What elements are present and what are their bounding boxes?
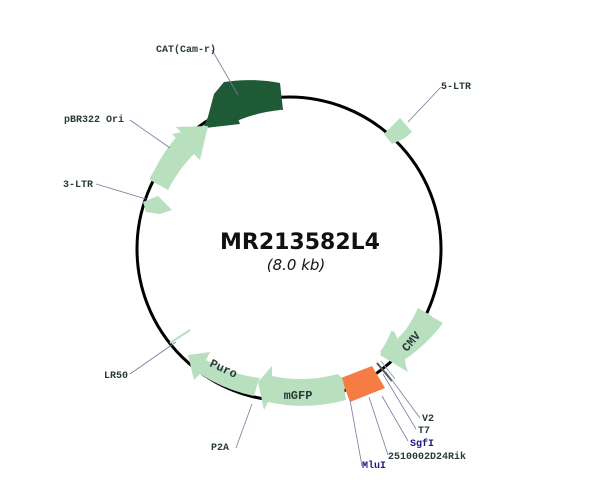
plasmid-size: (8.0 kb) <box>267 256 326 274</box>
lr50-label: LR50 <box>104 371 128 382</box>
mlui-leader-line <box>349 399 363 467</box>
ori-arrow-body <box>150 126 208 190</box>
v2-label: V2 <box>422 414 434 425</box>
t7-label: T7 <box>418 426 430 437</box>
t7-leader-line <box>382 373 417 430</box>
sgfi-leader-line <box>381 395 409 442</box>
p2a-leader-line <box>235 403 253 449</box>
sgfi-label: SgfI <box>410 438 434 450</box>
v2-t7-site-mark <box>376 362 393 382</box>
v2-site-mark <box>380 360 396 380</box>
gene-leader-line <box>368 396 389 456</box>
v2-leader-line <box>385 371 421 419</box>
5ltr-label: 5-LTR <box>441 82 471 93</box>
cat-arrow-body <box>205 80 283 128</box>
cmv-arrow-body <box>380 310 443 372</box>
gene-label: 2510002D24Rik <box>388 451 466 463</box>
cat-leader-line <box>211 49 239 96</box>
cat-label: CAT(Cam-r) <box>156 44 216 56</box>
lr50-site-mark <box>169 329 191 344</box>
5ltr-leader-line <box>407 86 442 123</box>
mgfp-label: mGFP <box>284 389 313 403</box>
mlui-label: MluI <box>362 460 386 472</box>
plasmid-name: MR213582L4 <box>220 230 380 255</box>
ori-label: pBR322 Ori <box>64 114 124 126</box>
feature-insert-block[interactable] <box>341 366 385 402</box>
ori-leader-line <box>129 119 171 149</box>
p2a-label: P2A <box>211 443 229 454</box>
feature-puro-arrow[interactable] <box>188 352 260 396</box>
feature-mgfp-arrow[interactable] <box>258 366 346 410</box>
feature-5ltr-arrow[interactable] <box>384 118 412 144</box>
3ltr-leader-line <box>95 183 147 200</box>
lr50-leader-line <box>129 341 177 375</box>
3ltr-label: 3-LTR <box>63 180 93 191</box>
feature-3ltr-arrow[interactable] <box>143 196 172 214</box>
